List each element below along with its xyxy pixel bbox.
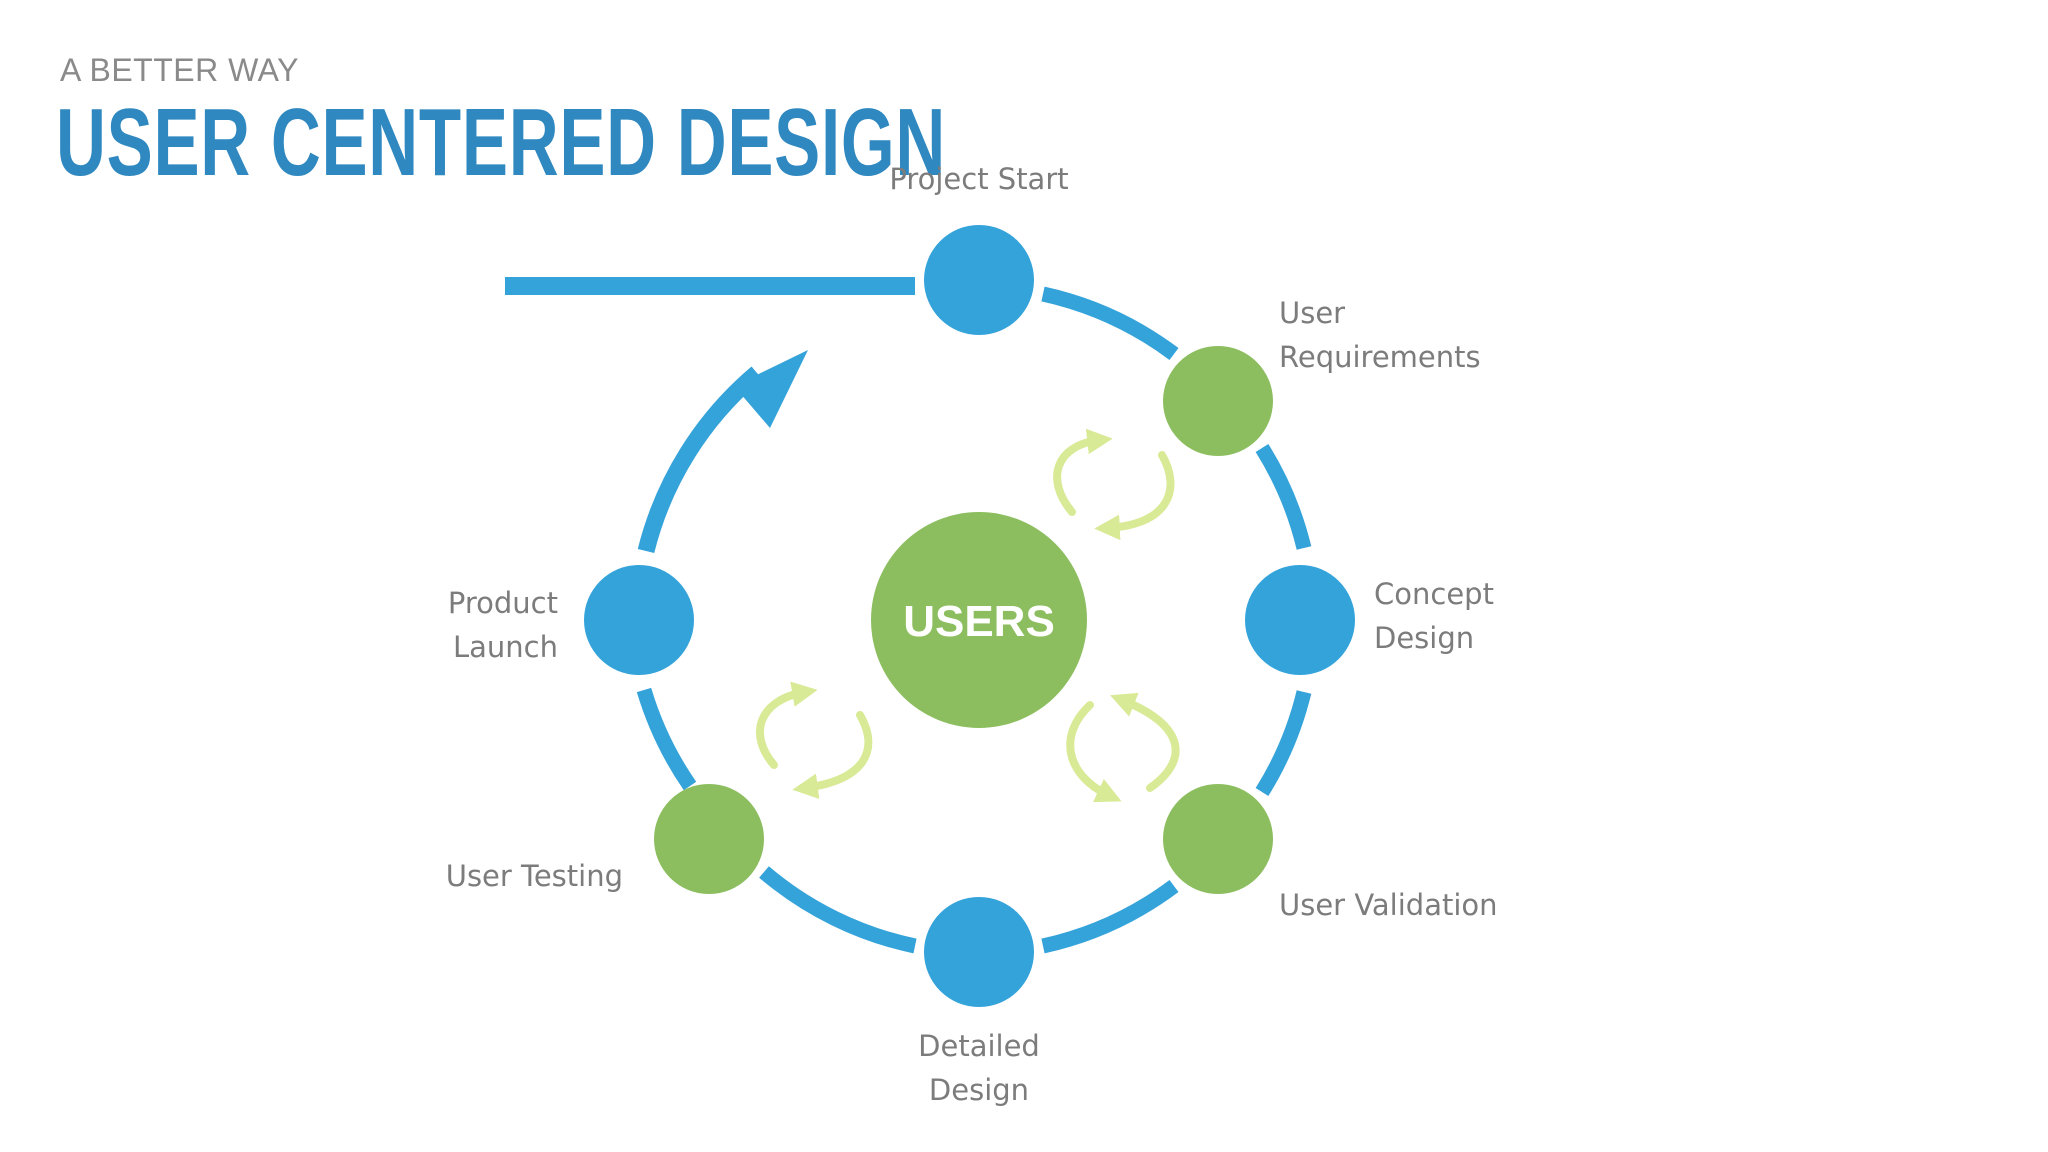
user-requirements-node <box>1163 346 1273 456</box>
feedback-loop-requirements <box>1053 428 1175 541</box>
product-launch-label-line-2: Launch <box>453 630 558 664</box>
ring-segment-concept-to-validation <box>1255 690 1312 796</box>
detailed-design-node <box>924 897 1034 1007</box>
slide-title: USER CENTERED DESIGN <box>56 89 947 196</box>
user-testing-label: User Testing <box>446 859 623 893</box>
stage-nodes <box>584 225 1355 1007</box>
concept-design-node <box>1245 565 1355 675</box>
concept-design-label-line-2: Design <box>1374 621 1474 655</box>
feedback-loop-testing <box>756 681 873 799</box>
project-start-node <box>924 225 1034 335</box>
detailed-design-label-line-1: Detailed <box>918 1029 1040 1063</box>
concept-design-label-line-1: Concept <box>1374 577 1494 611</box>
feedback-loop-validation <box>1066 692 1180 803</box>
launch-return-arrow <box>637 350 808 554</box>
user-validation-label: User Validation <box>1279 888 1498 922</box>
user-requirements-label-line-2: Requirements <box>1279 340 1481 374</box>
detailed-design-label-line-2: Design <box>929 1073 1029 1107</box>
user-validation-node <box>1163 784 1273 894</box>
slide-subtitle: A BETTER WAY <box>60 52 299 88</box>
users-label: USERS <box>903 597 1055 646</box>
product-launch-node <box>584 565 694 675</box>
users-circle <box>871 512 1087 728</box>
user-testing-node <box>654 784 764 894</box>
ring-segment-testing-to-launch <box>636 687 697 791</box>
ring-segment-requirements-to-concept <box>1255 444 1312 550</box>
product-launch-label-line-1: Product <box>448 586 558 620</box>
ring-segment-start-to-requirements <box>1041 286 1179 361</box>
ring-segment-detailed-to-testing <box>759 866 917 954</box>
project-start-line <box>505 277 915 295</box>
cycle-ring <box>636 286 1312 954</box>
stage-labels: Project Start User Requirements Concept … <box>446 162 1498 1107</box>
feedback-loops <box>756 428 1180 803</box>
project-start-label: Project Start <box>889 162 1068 196</box>
user-requirements-label-line-1: User <box>1279 296 1345 330</box>
ring-segment-validation-to-detailed <box>1041 879 1179 954</box>
